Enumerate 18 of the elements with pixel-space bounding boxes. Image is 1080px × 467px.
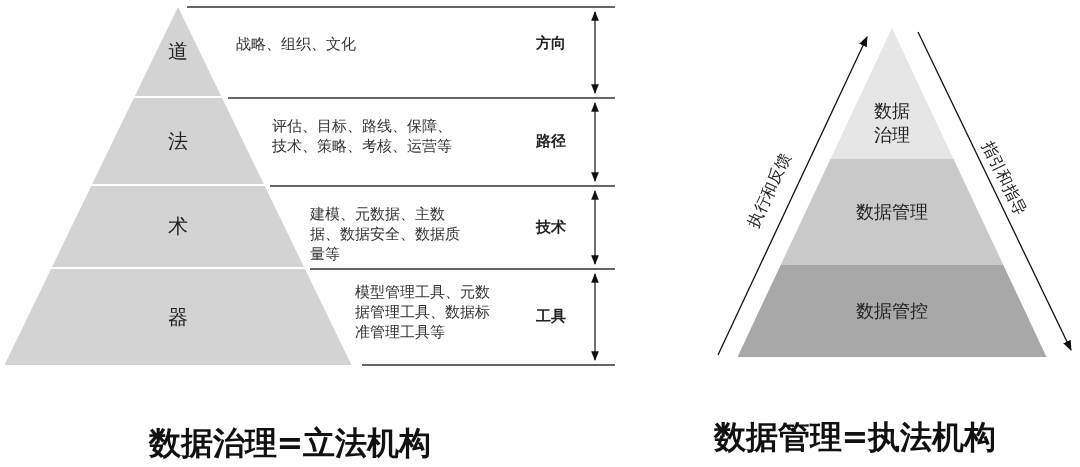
pyramid-tier: 器 bbox=[4, 269, 352, 365]
pyramid-tier: 数据治理 bbox=[830, 28, 954, 159]
aspect-label: 方向 bbox=[536, 34, 566, 53]
description-text: 评估、目标、路线、保障、技术、策略、考核、运营等 bbox=[272, 116, 453, 156]
pyramid-tier: 法 bbox=[92, 98, 264, 184]
caption: 数据治理=立法机构 bbox=[148, 423, 432, 464]
arrow-label: 执行和反馈 bbox=[743, 149, 796, 231]
caption: 数据管理=执法机构 bbox=[713, 417, 997, 458]
description-text: 建模、元数据、主数据、数据安全、数据质量等 bbox=[310, 204, 461, 264]
aspect-label: 路径 bbox=[536, 132, 566, 151]
aspect-label: 技术 bbox=[536, 218, 566, 237]
pyramid-tier: 数据管控 bbox=[737, 265, 1047, 357]
arrow-label: 指引和指导 bbox=[977, 137, 1031, 219]
aspect-label: 工具 bbox=[536, 307, 566, 326]
description-text: 模型管理工具、元数据管理工具、数据标准管理工具等 bbox=[355, 282, 491, 342]
description-text: 战略、组织、文化 bbox=[236, 34, 357, 54]
pyramid-tier: 道 bbox=[134, 7, 222, 96]
pyramid-tier: 术 bbox=[52, 186, 304, 267]
